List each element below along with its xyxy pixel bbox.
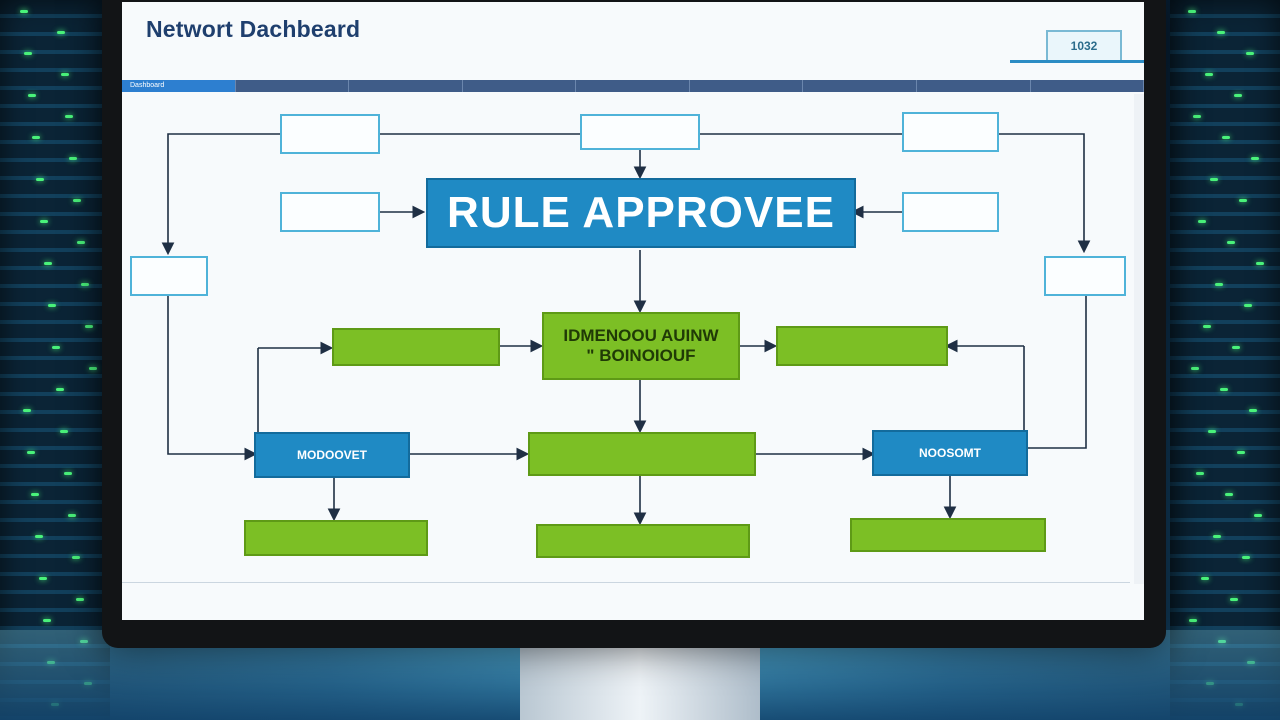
side-left-node[interactable] — [130, 256, 208, 296]
header-accent-line — [1010, 60, 1144, 63]
rack-led — [1205, 73, 1213, 76]
rack-led — [81, 283, 89, 286]
rack-led — [40, 220, 48, 223]
rack-led — [1208, 430, 1216, 433]
rack-led — [1256, 262, 1264, 265]
rack-led — [85, 325, 93, 328]
rack-led — [44, 262, 52, 265]
rack-led — [1203, 325, 1211, 328]
nav-item-4[interactable] — [463, 80, 577, 92]
nav-item-7[interactable] — [803, 80, 917, 92]
rack-led — [77, 241, 85, 244]
rack-led — [28, 94, 36, 97]
rack-led — [1232, 346, 1240, 349]
rack-led — [60, 430, 68, 433]
rack-led — [1220, 388, 1228, 391]
flow-connectors — [161, 133, 1091, 526]
rack-led — [1227, 241, 1235, 244]
rack-led — [1225, 493, 1233, 496]
rack-led — [64, 472, 72, 475]
nav-item-3[interactable] — [349, 80, 463, 92]
rack-led — [1213, 535, 1221, 538]
review-left-node[interactable] — [332, 328, 500, 366]
rack-led — [1251, 157, 1259, 160]
blue-left-node[interactable]: MODOOVET — [254, 432, 410, 478]
rack-led — [1234, 94, 1242, 97]
rack-led — [61, 73, 69, 76]
bottom-left-node[interactable] — [244, 520, 428, 556]
rack-led — [52, 346, 60, 349]
rack-led — [1230, 598, 1238, 601]
rack-led — [1215, 283, 1223, 286]
bottom-right-node[interactable] — [850, 518, 1046, 552]
rack-led — [1188, 10, 1196, 13]
rack-led — [27, 451, 35, 454]
top-right-node[interactable] — [902, 112, 999, 152]
rack-led — [68, 514, 76, 517]
rack-led — [1201, 577, 1209, 580]
rack-led — [1193, 115, 1201, 118]
rack-led — [1249, 409, 1257, 412]
app-title: Networt Dachbeard — [146, 16, 361, 42]
rack-led — [1246, 52, 1254, 55]
nav-bar: Dashboard — [122, 80, 1144, 92]
rack-led — [1254, 514, 1262, 517]
review-right-node[interactable] — [776, 326, 948, 366]
rack-led — [89, 367, 97, 370]
rack-led — [57, 31, 65, 34]
rule-approve-node[interactable]: RULE APPROVEE — [426, 178, 856, 248]
rack-led — [36, 178, 44, 181]
rack-led — [1189, 619, 1197, 622]
nav-item-6[interactable] — [690, 80, 804, 92]
rack-led — [43, 619, 51, 622]
rack-led — [1222, 136, 1230, 139]
bottom-center-node[interactable] — [536, 524, 750, 558]
rack-led — [1196, 472, 1204, 475]
rack-led — [1242, 556, 1250, 559]
rack-led — [35, 535, 43, 538]
dashboard-screen: Networt Dachbeard 1032 Dashboard — [122, 2, 1144, 620]
rack-led — [69, 157, 77, 160]
rack-led — [24, 52, 32, 55]
server-rack-right — [1170, 0, 1280, 720]
rack-led — [1198, 220, 1206, 223]
rack-led — [76, 598, 84, 601]
flowchart-canvas: RULE APPROVEE IDMENOOU AUINW " BOINOIOUF… — [122, 92, 1144, 582]
nav-item-8[interactable] — [917, 80, 1031, 92]
rack-led — [1239, 199, 1247, 202]
footer-divider — [122, 582, 1130, 583]
rack-led — [72, 556, 80, 559]
center-process-node[interactable] — [528, 432, 756, 476]
rack-led — [73, 199, 81, 202]
rack-led — [1210, 178, 1218, 181]
server-rack-left — [0, 0, 110, 720]
rack-led — [65, 115, 73, 118]
blue-right-node[interactable]: NOOSOMT — [872, 430, 1028, 476]
rack-led — [39, 577, 47, 580]
rack-led — [20, 10, 28, 13]
nav-item-2[interactable] — [236, 80, 350, 92]
scrollbar[interactable] — [1134, 94, 1144, 584]
rack-led — [1217, 31, 1225, 34]
nav-item-dashboard[interactable]: Dashboard — [122, 80, 236, 92]
right-input-node[interactable] — [902, 192, 999, 232]
nav-item-5[interactable] — [576, 80, 690, 92]
status-badge[interactable]: 1032 — [1046, 30, 1122, 62]
review-center-node[interactable]: IDMENOOU AUINW " BOINOIOUF — [542, 312, 740, 380]
rack-led — [56, 388, 64, 391]
rack-led — [1191, 367, 1199, 370]
rack-led — [1244, 304, 1252, 307]
rack-led — [32, 136, 40, 139]
top-left-node[interactable] — [280, 114, 380, 154]
rack-led — [31, 493, 39, 496]
nav-item-9[interactable] — [1031, 80, 1144, 92]
rack-led — [23, 409, 31, 412]
rack-led — [1237, 451, 1245, 454]
rack-led — [48, 304, 56, 307]
side-right-node[interactable] — [1044, 256, 1126, 296]
left-input-node[interactable] — [280, 192, 380, 232]
top-center-node[interactable] — [580, 114, 700, 150]
